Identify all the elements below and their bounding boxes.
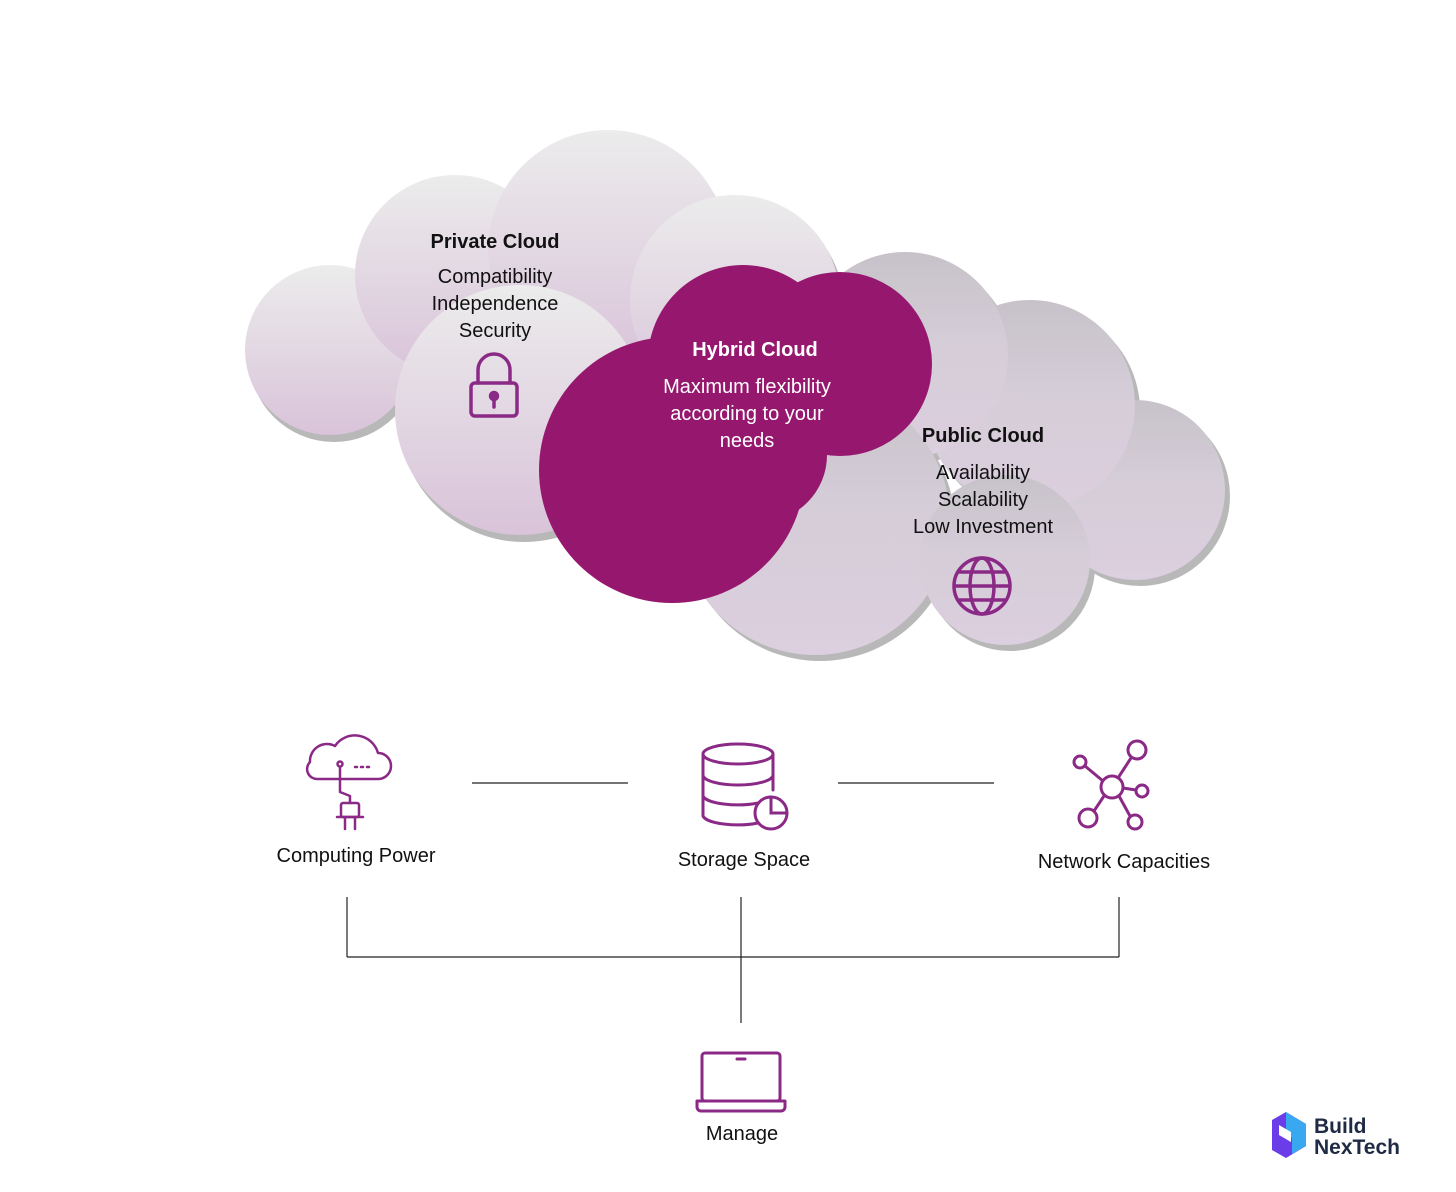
hybrid-cloud-shape xyxy=(539,265,932,603)
hybrid-cloud-line: needs xyxy=(719,430,775,452)
hybrid-cloud-title: Hybrid Cloud xyxy=(692,339,818,361)
private-cloud-item: Independence xyxy=(431,293,559,315)
lock-icon xyxy=(469,352,519,418)
cloud-plug-icon xyxy=(305,734,393,831)
hybrid-cloud-line: Maximum flexibility xyxy=(663,376,831,398)
private-cloud-item: Security xyxy=(458,320,532,342)
computing-power-label: Computing Power xyxy=(276,845,436,867)
buildnextech-logo-icon xyxy=(1272,1112,1306,1158)
private-cloud-item: Compatibility xyxy=(437,266,553,288)
logo-text-line2: NexTech xyxy=(1314,1136,1400,1159)
connector-lines xyxy=(346,782,1120,1023)
hybrid-cloud-line: according to your xyxy=(670,403,824,425)
public-cloud-item: Availability xyxy=(935,462,1031,484)
network-capacities-label: Network Capacities xyxy=(1037,851,1211,873)
public-cloud-item: Low Investment xyxy=(912,516,1054,538)
public-cloud-title: Public Cloud xyxy=(921,425,1045,447)
globe-icon xyxy=(952,556,1012,616)
storage-space-label: Storage Space xyxy=(677,849,811,871)
database-icon xyxy=(701,742,789,831)
laptop-icon xyxy=(695,1051,787,1113)
network-icon xyxy=(1072,739,1150,831)
logo-text-line1: Build xyxy=(1314,1115,1367,1138)
private-cloud-title: Private Cloud xyxy=(430,231,560,253)
public-cloud-item: Scalability xyxy=(937,489,1029,511)
manage-label: Manage xyxy=(705,1123,779,1145)
